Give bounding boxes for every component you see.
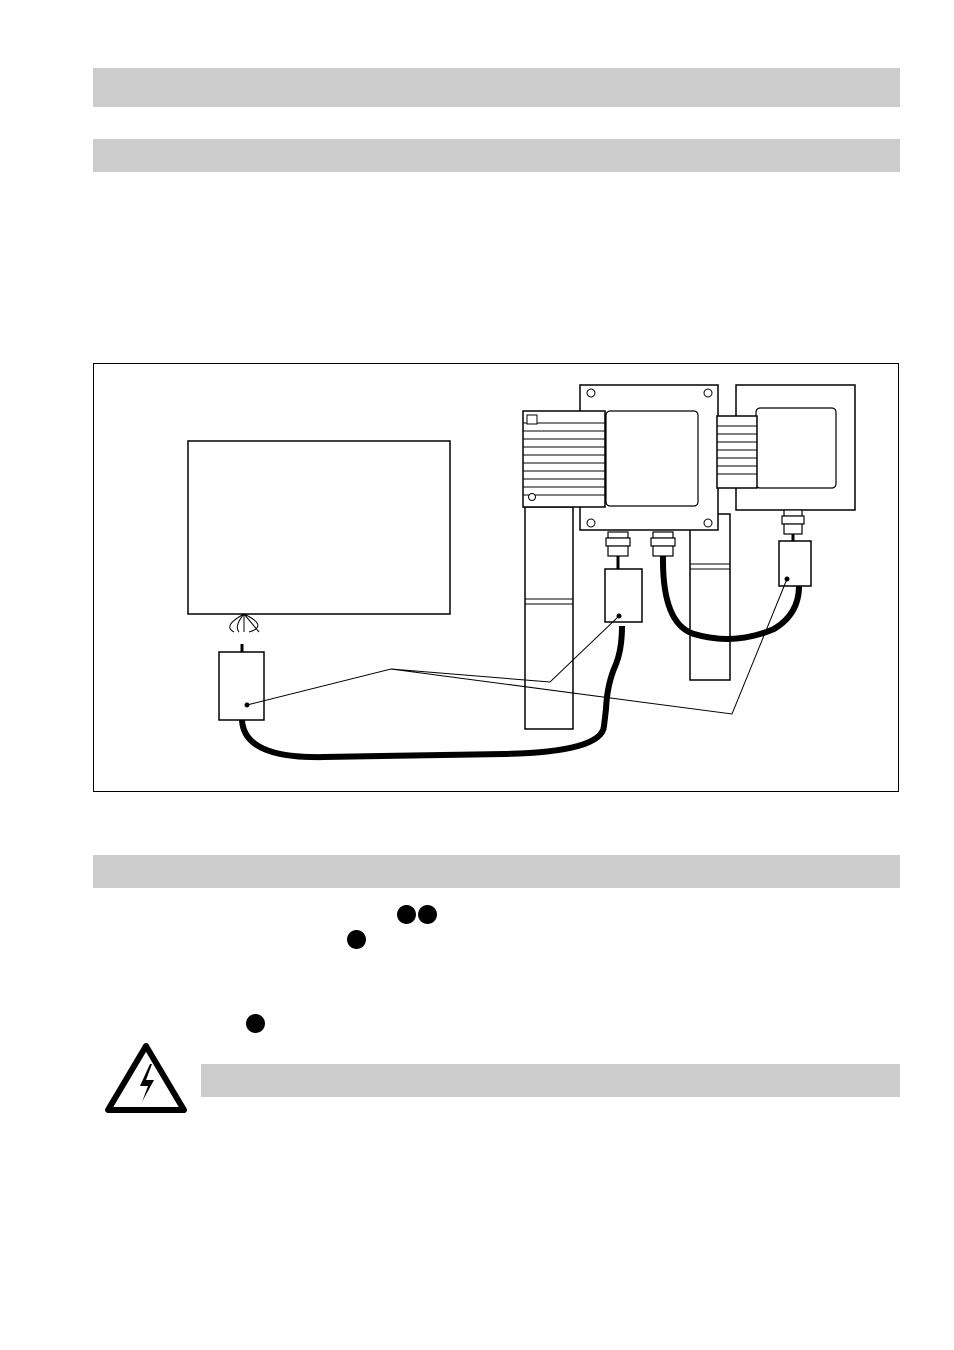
junction-box-right <box>778 540 812 587</box>
reference-marker-icon <box>246 1014 265 1033</box>
junction-box-center <box>604 568 643 623</box>
enclosure-left <box>187 440 451 615</box>
mounting-post-right <box>689 513 731 681</box>
cable-glands <box>605 509 805 557</box>
junction-box-left <box>218 651 265 721</box>
heatsink-left <box>522 410 606 508</box>
section-header-bar <box>93 68 900 107</box>
leader-lines <box>246 578 788 715</box>
heatsink-right <box>716 415 758 489</box>
mounting-post-center <box>524 506 574 730</box>
connection-diagram <box>93 363 899 792</box>
reference-marker-icon <box>418 905 437 924</box>
reference-marker-icon <box>347 930 366 949</box>
reference-marker-icon <box>397 905 416 924</box>
high-voltage-warning-icon <box>104 1042 188 1119</box>
section-header-bar-2 <box>93 855 900 888</box>
warning-header-bar <box>201 1064 900 1097</box>
connection-diagram-drawing <box>187 384 856 761</box>
subsection-header-bar <box>93 139 900 172</box>
